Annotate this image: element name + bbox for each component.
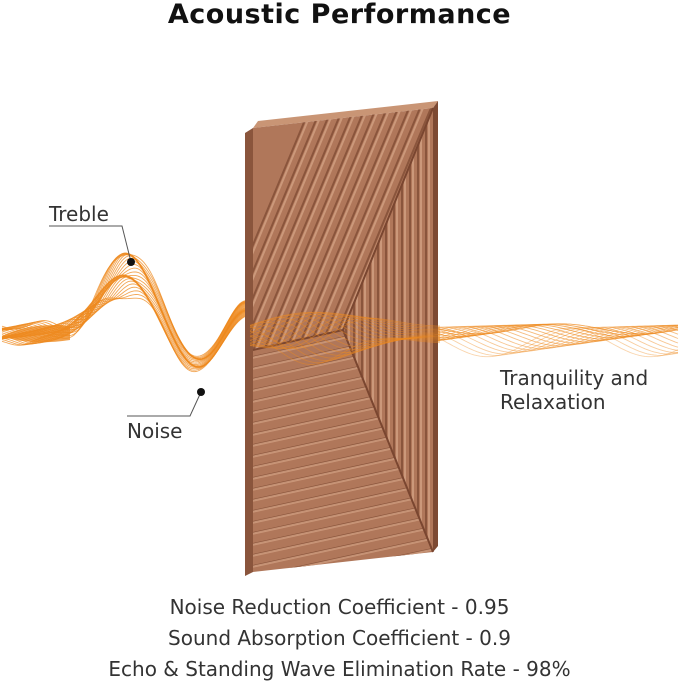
incoming-sound-wave [1,252,261,373]
tranquility-label-line2: Relaxation [500,390,606,414]
acoustic-wood-panel [245,101,438,576]
spec-echo-elimination: Echo & Standing Wave Elimination Rate - … [108,657,571,681]
treble-marker-dot [127,258,135,266]
page-title: Acoustic Performance [167,0,512,30]
treble-label: Treble [49,202,109,226]
treble-callout [49,225,135,266]
noise-callout [127,388,205,417]
wave-through-panel [249,311,441,365]
tranquility-label-line1: Tranquility and [500,366,649,390]
spec-noise-reduction: Noise Reduction Coefficient - 0.95 [169,595,510,619]
acoustic-specs: Noise Reduction Coefficient - 0.95 Sound… [0,592,679,685]
tranquility-label: Tranquility and Relaxation [500,366,648,414]
outgoing-calm-wave [437,323,679,358]
noise-label: Noise [127,419,183,443]
noise-marker-dot [197,388,205,396]
spec-sound-absorption: Sound Absorption Coefficient - 0.9 [168,626,511,650]
